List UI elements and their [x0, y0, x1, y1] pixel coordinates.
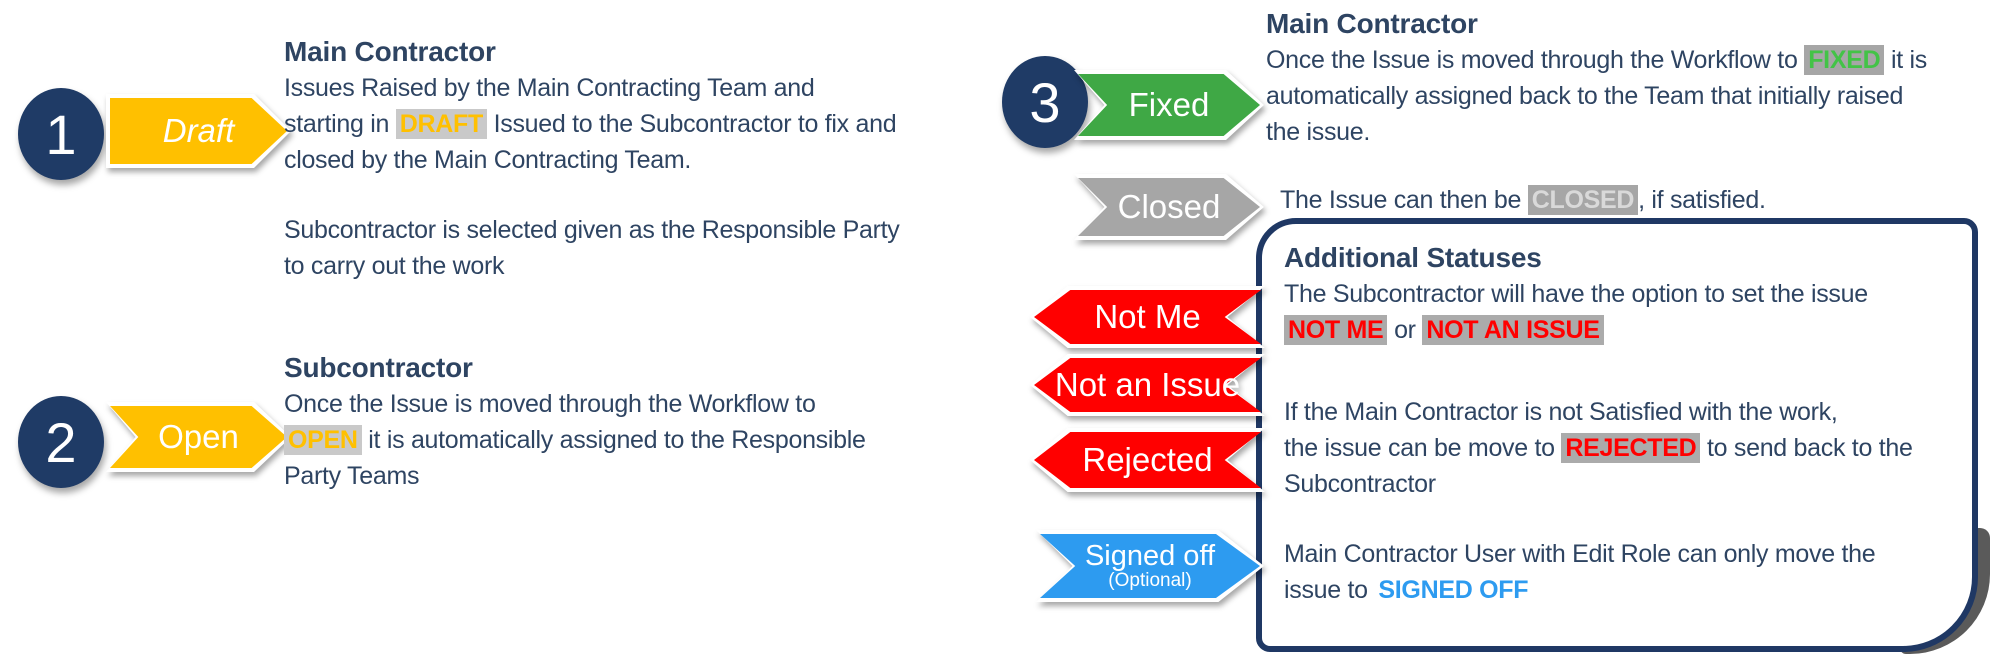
statuses-p2-line-2-post: to send back to the — [1700, 434, 1913, 462]
open-badge-fill — [110, 406, 287, 468]
not-me-status-badge: Not Me — [1030, 286, 1265, 348]
statuses-p1-or: or — [1387, 316, 1423, 344]
step-1-line-5: to carry out the work — [284, 248, 900, 284]
closed-line-pre: The Issue can then be — [1280, 186, 1528, 214]
fixed-badge-label: Fixed — [1128, 85, 1210, 123]
statuses-p3-line-1-text: Main Contractor User with Edit Role can … — [1284, 540, 1876, 568]
rejected-badge-label: Rejected — [1082, 440, 1213, 478]
step-3-line-3: the issue. — [1266, 114, 1927, 150]
open-badge-label: Open — [158, 417, 239, 455]
step-2-line-1: Once the Issue is moved through the Work… — [284, 386, 866, 422]
step-1-number-circle: 1 — [18, 88, 104, 180]
statuses-p3-line-1: Main Contractor User with Edit Role can … — [1284, 536, 1913, 572]
step-3-number-circle: 3 — [1002, 56, 1088, 148]
statuses-p2-line-2-pre: the issue can be move to — [1284, 434, 1562, 462]
step-1-line-1: Issues Raised by the Main Contracting Te… — [284, 70, 900, 106]
signed-off-badge-optional-note: (Optional) — [1108, 570, 1192, 592]
step-2-line-2-post: it is automatically assigned to the Resp… — [361, 426, 866, 454]
step-3-number: 3 — [1029, 70, 1061, 134]
step-1-text-block: Main Contractor Issues Raised by the Mai… — [284, 34, 900, 284]
not-an-issue-badge-label: Not an Issue — [1054, 365, 1241, 403]
step-2-line-3-text: Party Teams — [284, 462, 420, 490]
closed-text-block: The Issue can then be CLOSED, if satisfi… — [1280, 182, 1766, 218]
signed-off-badge-title: Signed off — [1084, 539, 1216, 572]
statuses-p3-line-2-pre: issue to — [1284, 576, 1375, 604]
step-3-line-1-pre: Once the Issue is moved through the Work… — [1266, 46, 1805, 74]
step-1-line-2-pre: starting in — [284, 110, 396, 138]
rejected-badge-fill — [1034, 432, 1261, 488]
statuses-p1-line-2: NOT ME or NOT AN ISSUE — [1284, 312, 1913, 348]
additional-statuses-heading: Additional Statuses — [1284, 242, 1542, 273]
closed-line: The Issue can then be CLOSED, if satisfi… — [1280, 182, 1766, 218]
draft-status-badge: Draft — [106, 94, 291, 168]
not-me-badge-label: Not Me — [1094, 297, 1201, 335]
step-2-heading: Subcontractor — [284, 352, 473, 383]
step-1-line-4-text: Subcontractor is selected given as the R… — [284, 216, 900, 244]
not-an-issue-badge-fill — [1034, 358, 1261, 412]
statuses-p1-line-1-text: The Subcontractor will have the option t… — [1284, 280, 1868, 308]
step-1-line-3: closed by the Main Contracting Team. — [284, 142, 900, 178]
statuses-p1-line-1: The Subcontractor will have the option t… — [1284, 276, 1913, 312]
statuses-p2-line-1-text: If the Main Contractor is not Satisfied … — [1284, 398, 1838, 426]
step-3-line-3-text: the issue. — [1266, 118, 1371, 146]
open-status-badge: Open — [106, 402, 291, 472]
not-an-issue-status-badge: Not an Issue — [1030, 354, 1265, 416]
closed-badge-label: Closed — [1117, 187, 1221, 225]
signed-off-keyword-highlight: SIGNED OFF — [1378, 576, 1529, 604]
step-1-line-1-text: Issues Raised by the Main Contracting Te… — [284, 74, 815, 102]
step-2-line-2: OPEN it is automatically assigned to the… — [284, 422, 866, 458]
statuses-p2-line-3-text: Subcontractor — [1284, 470, 1436, 498]
closed-status-badge: Closed — [1074, 174, 1264, 240]
draft-badge-label: Draft — [162, 111, 235, 149]
fixed-badge-fill — [1078, 74, 1260, 136]
statuses-p2-line-3: Subcontractor — [1284, 466, 1913, 502]
step-1-line-3-text: closed by the Main Contracting Team. — [284, 146, 692, 174]
not-me-badge-fill — [1034, 290, 1261, 344]
draft-keyword-highlight: DRAFT — [395, 109, 487, 139]
open-keyword-highlight: OPEN — [284, 425, 362, 455]
step-3-line-1: Once the Issue is moved through the Work… — [1266, 42, 1927, 78]
statuses-paragraph-gap-1 — [1284, 348, 1913, 394]
step-2-number: 2 — [45, 410, 77, 474]
signed-off-badge-fill — [1040, 534, 1260, 598]
draft-badge-fill — [110, 98, 287, 164]
fixed-keyword-highlight: FIXED — [1804, 45, 1885, 75]
fixed-status-badge: Fixed — [1074, 70, 1264, 140]
step-2-line-3: Party Teams — [284, 458, 866, 494]
step-1-line-5-text: to carry out the work — [284, 252, 505, 280]
statuses-paragraph-gap-2 — [1284, 502, 1913, 536]
statuses-p2-line-1: If the Main Contractor is not Satisfied … — [1284, 394, 1913, 430]
step-3-text-block: Main Contractor Once the Issue is moved … — [1266, 6, 1927, 150]
step-2-number-circle: 2 — [18, 396, 104, 488]
closed-badge-fill — [1078, 178, 1260, 236]
signed-off-status-badge: Signed off (Optional) — [1036, 530, 1264, 602]
rejected-status-badge: Rejected — [1030, 428, 1265, 492]
step-1-heading: Main Contractor — [284, 36, 496, 67]
step-3-line-1-post: it is — [1884, 46, 1927, 74]
step-1-number: 1 — [45, 102, 77, 166]
step-2-text-block: Subcontractor Once the Issue is moved th… — [284, 350, 866, 494]
statuses-p3-line-2: issue to SIGNED OFF — [1284, 572, 1913, 608]
step-3-line-2: automatically assigned back to the Team … — [1266, 78, 1927, 114]
closed-line-post: , if satisfied. — [1638, 186, 1766, 214]
not-an-issue-keyword-highlight: NOT AN ISSUE — [1422, 315, 1604, 345]
step-3-heading: Main Contractor — [1266, 8, 1478, 39]
closed-keyword-highlight: CLOSED — [1527, 185, 1639, 215]
rejected-keyword-highlight: REJECTED — [1561, 433, 1701, 463]
step-1-line-4: Subcontractor is selected given as the R… — [284, 212, 900, 248]
signed-off-badge-label: Signed off (Optional) — [1036, 530, 1264, 602]
step-1-line-2-post: Issued to the Subcontractor to fix and — [486, 110, 897, 138]
step-3-line-2-text: automatically assigned back to the Team … — [1266, 82, 1904, 110]
statuses-p2-line-2: the issue can be move to REJECTED to sen… — [1284, 430, 1913, 466]
additional-statuses-text-block: Additional Statuses The Subcontractor wi… — [1284, 240, 1913, 608]
step-1-paragraph-gap — [284, 178, 900, 212]
step-2-line-1-text: Once the Issue is moved through the Work… — [284, 390, 816, 418]
not-me-keyword-highlight: NOT ME — [1284, 315, 1388, 345]
step-1-line-2: starting in DRAFT Issued to the Subcontr… — [284, 106, 900, 142]
